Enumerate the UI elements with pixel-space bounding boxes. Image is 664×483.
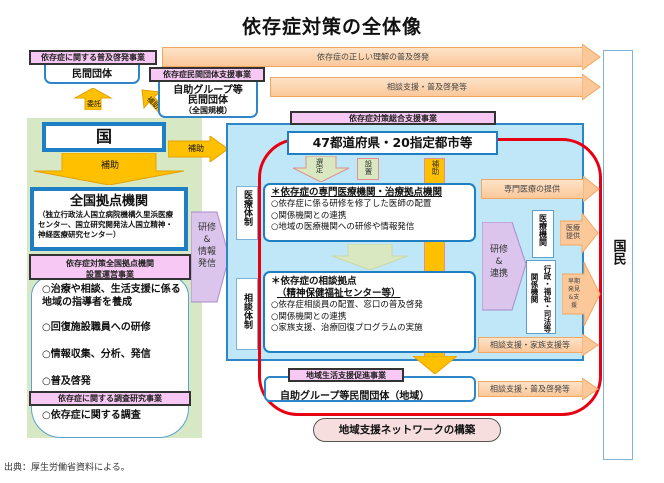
arrow-senmon-iryo: 専門医療の提供 [481, 176, 601, 202]
kenshu-renkei-label: 研修 & 連携 [489, 245, 508, 279]
minkan-dantai-label: 民間団体 [72, 69, 112, 80]
kyoten-jigyo-box [31, 276, 189, 438]
sodan-taisei-label: 相談体制 [236, 278, 258, 350]
jijo-group-line2: 民間団体 [188, 95, 228, 106]
kenshu-joho-arrow [191, 211, 230, 303]
fukyu-jigyo-label: 依存症に関する普及啓発事業 [29, 50, 157, 65]
soki-hakken-arrow [562, 262, 601, 326]
sentei-arrow [292, 156, 350, 182]
kenshu-renkei-arrow [482, 222, 527, 311]
kyoten-kikan-box: 全国拠点機関 （独立行政法人国立病院機構久里浜医療センター、国立研究開発法人国立… [30, 187, 188, 251]
shien-jigyo-label: 依存症民間団体支援事業 [149, 67, 265, 82]
kyoten-kikan-sub: （独立行政法人国立病院機構久里浜医療センター、国立研究開発法人国立精神・神経医療… [38, 210, 173, 239]
chiiki-jigyo-label: 地域生活支援促進事業 [288, 368, 404, 382]
kyoten-item-1: ○治療や相談、生活支援に係る地域の指導者を養成 [42, 284, 181, 308]
setchi-box [357, 158, 379, 180]
arrow-sodan-kazoku: 相談支援・家族支援等 [478, 334, 600, 356]
page-title: 依存症対策の全体像 [241, 16, 422, 38]
kokumin-box: 国民 [603, 50, 633, 460]
hojo-down-to-chiiki-arrow [413, 356, 457, 374]
kokumin-label: 国民 [610, 239, 626, 265]
arrow-sodan-fukyu-top: 相談支援・普及啓発等 [270, 74, 602, 100]
hojo-right-label: 補助 [188, 144, 204, 153]
hojo-right-arrow [168, 136, 229, 162]
itaku-label: 委託 [87, 100, 101, 108]
iryo-taisei-label: 医療体制 [236, 186, 258, 240]
setchi-label: 設置 [364, 160, 373, 175]
gyosei-kankei-box: 行政・福祉・司法等 関係機関 [526, 260, 556, 334]
kyoten-kikan-title: 全国拠点機関 [69, 194, 148, 209]
kuni-label: 国 [95, 127, 112, 146]
chosa-jigyo-label: 依存症に関する調査研究事業 [29, 391, 191, 406]
kyoten-item-4: ○普及啓発 [42, 376, 91, 387]
hojo-center-label: 補助 [431, 160, 440, 175]
kenshu-joho-label: 研修 & 情報 発信 [197, 223, 216, 269]
itaku-arrow [73, 88, 113, 110]
source-note: 出典：厚生労働省資料による。 [4, 463, 130, 473]
kyoten-item-2: ○回復施設職員への研修 [42, 322, 151, 333]
hojo-down-label: 補助 [100, 161, 119, 171]
iryo-to-sodan-arrow [331, 244, 409, 270]
kuni-box: 国 [42, 122, 166, 152]
iryo-teikyo-label: 医療提供 [566, 224, 580, 240]
sodan-kyoten-box: ＊依存症の相談拠点 （精神保健福祉センター等） ○依存症相談員の配置、窓口の普及… [263, 271, 476, 353]
hojo-down-arrow [33, 153, 185, 185]
jijo-group-line3: （全国規模） [184, 106, 232, 115]
arrow-fukyu-keihatsu: 依存症の正しい理解の普及啓発 [162, 44, 602, 70]
iryo-kikan-label: 医療機関 [532, 210, 554, 258]
iryo-kikan-box: ＊依存症の専門医療機関・治療拠点機関 ○依存症に係る研修を修了した医師の配置 ○… [263, 183, 476, 242]
soki-hakken-label: 早期発見&支援 [567, 278, 580, 309]
chosa-item: ○依存症に関する調査 [42, 410, 141, 421]
jijo-group-line1: 自助グループ等 [173, 85, 243, 96]
jijo-group-national-box: 自助グループ等 民間団体 （全国規模） [158, 78, 258, 118]
network-pill: 地域支援ネットワークの構築 [313, 418, 501, 442]
kyoten-jigyo-label: 依存症対策全国拠点機関 設置運営事業 [29, 254, 191, 280]
kyoten-item-3: ○情報収集、分析、発信 [42, 349, 151, 360]
prefectures-box: 47都道府県・20指定都市等 [287, 131, 498, 155]
arrow-sodan-fukyu-bottom: 相談支援・普及啓発等 [478, 378, 600, 400]
iryo-teikyo-arrow [560, 213, 599, 253]
sentei-label: 選定 [315, 158, 324, 173]
sogo-jigyo-label: 依存症対策総合支援事業 [290, 111, 496, 125]
